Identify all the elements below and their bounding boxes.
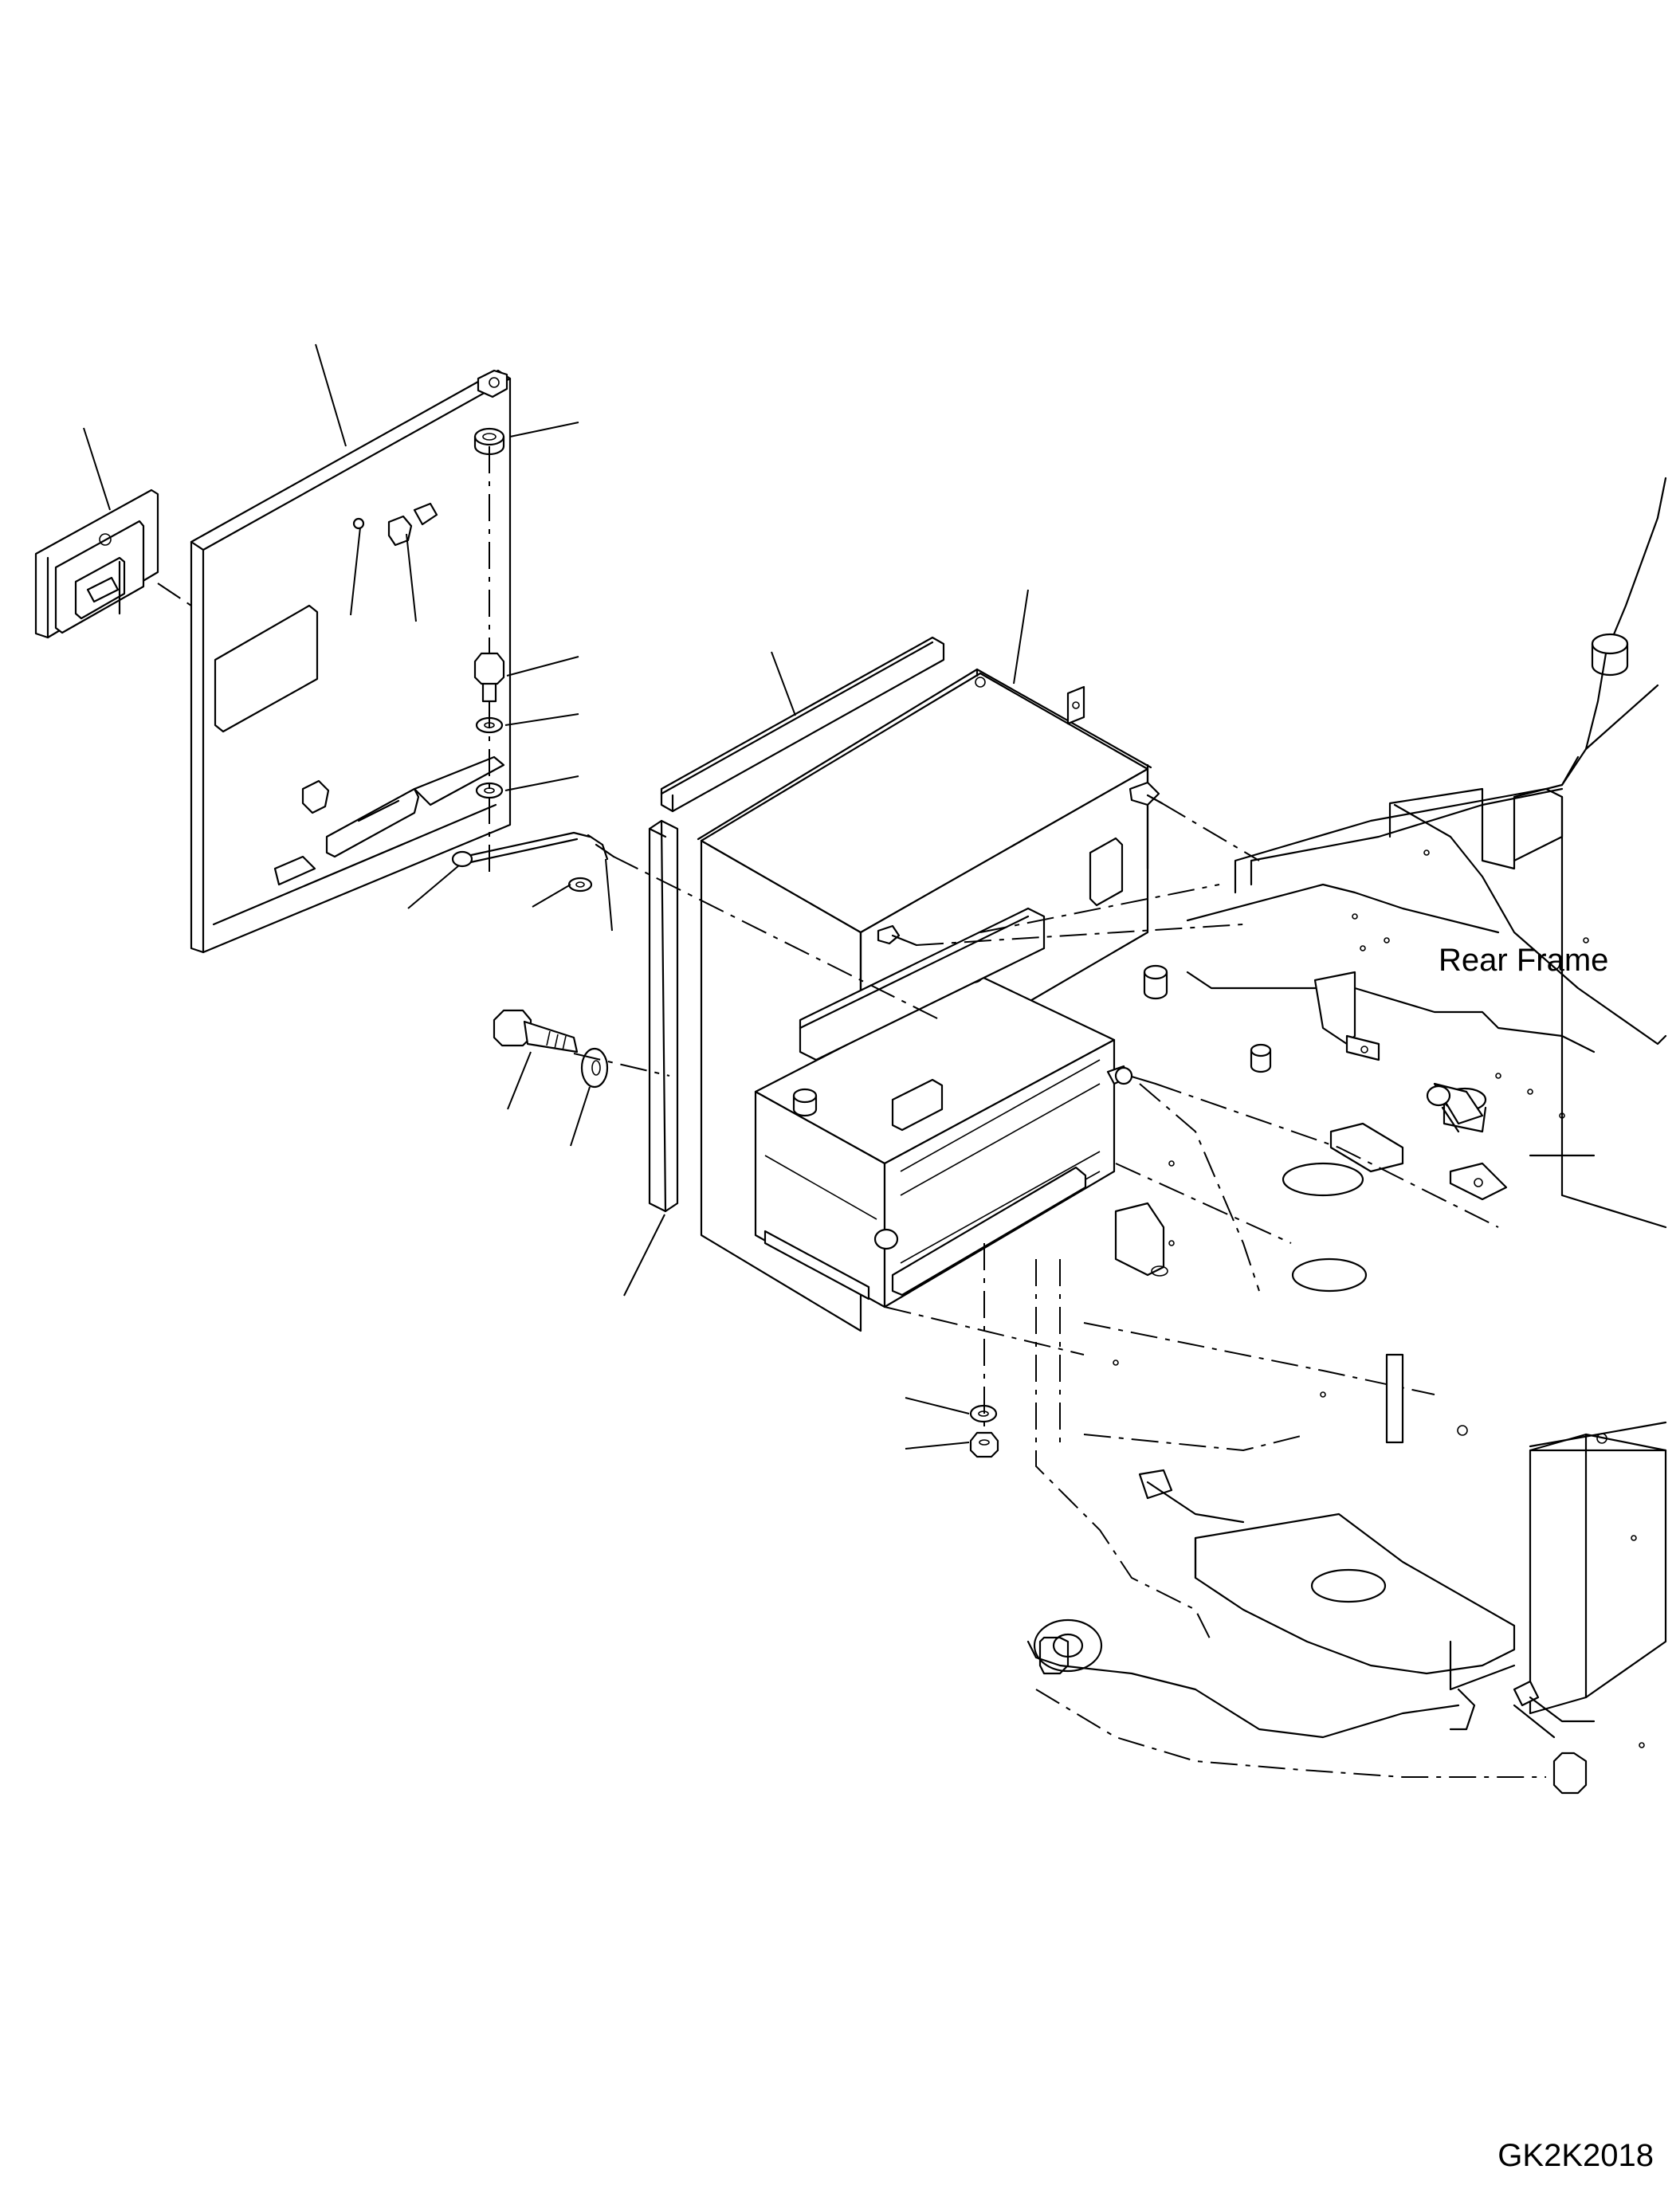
part-leader-lines <box>83 343 1029 1450</box>
washer-3 <box>567 877 593 893</box>
seal-strip <box>648 819 679 1213</box>
mounting-washer <box>580 1047 609 1089</box>
assembly-centerlines <box>157 446 1499 1426</box>
mounting-bolt <box>493 1009 579 1053</box>
grommet <box>473 427 505 456</box>
door-lock <box>34 488 159 639</box>
box-cover-rail <box>660 636 945 813</box>
rear-frame <box>1026 477 1667 1795</box>
stay-rod <box>451 831 615 868</box>
rear-frame-label: Rear Frame <box>1439 943 1608 978</box>
battery <box>754 907 1157 1308</box>
hex-nut <box>969 1431 999 1458</box>
drawing-code: GK2K2018 <box>1497 2138 1654 2173</box>
access-door <box>190 369 512 954</box>
